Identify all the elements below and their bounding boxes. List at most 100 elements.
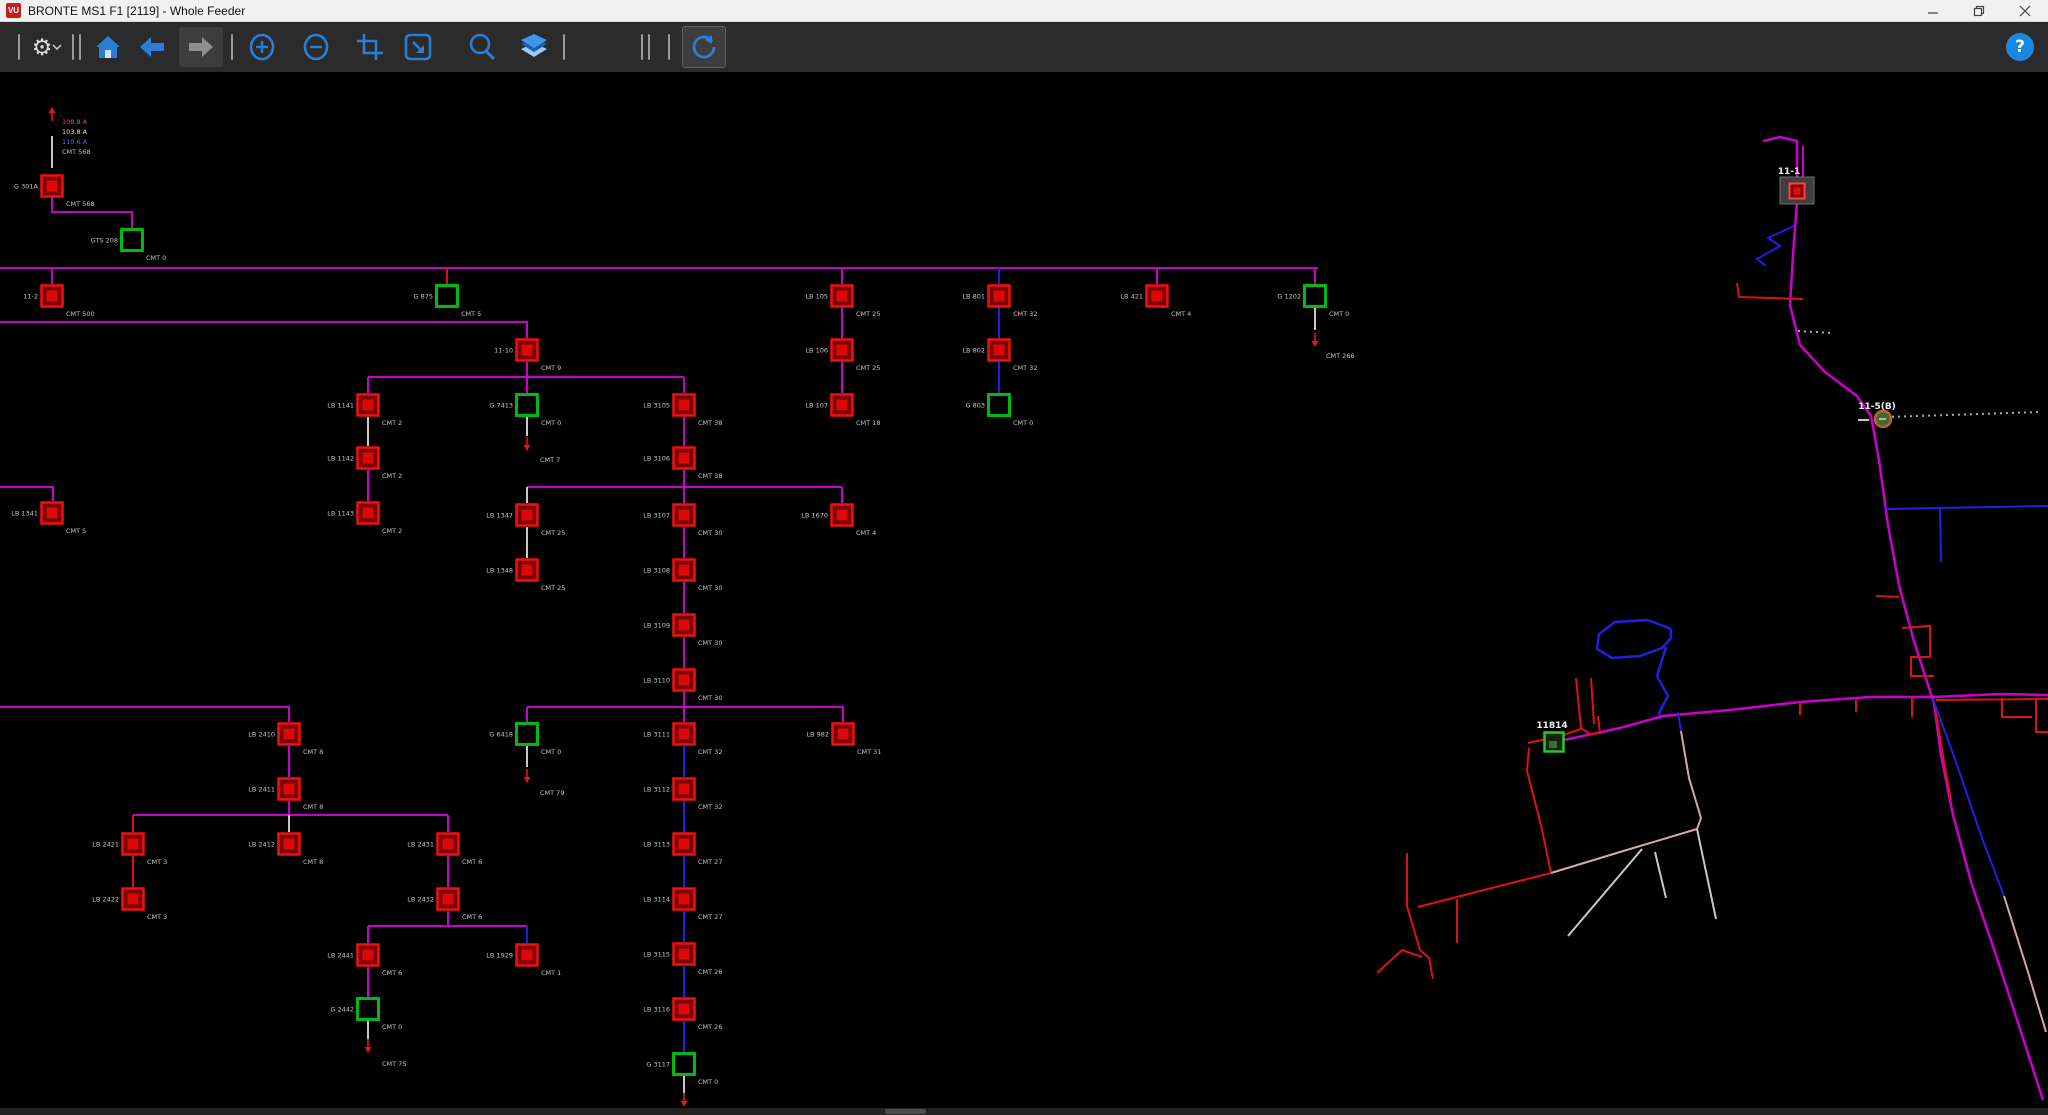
device-cmt-label: CMT 9 [541, 364, 561, 372]
switch-closed-node-core [521, 564, 533, 576]
switch-open-node[interactable] [356, 997, 380, 1021]
home-icon [96, 36, 120, 58]
switch-open-node[interactable] [120, 228, 144, 252]
device-cmt-label: CMT 0 [541, 419, 561, 427]
switch-closed-node-core [678, 893, 690, 905]
zoom-region-button[interactable] [351, 27, 389, 67]
restore-button[interactable] [1956, 0, 2002, 22]
switch-closed-node-core [521, 344, 533, 356]
device-cmt-label: CMT 25 [856, 310, 880, 318]
search-button[interactable] [463, 27, 501, 67]
device-cmt-label: CMT 32 [698, 748, 722, 756]
zoom-in-button[interactable] [243, 27, 281, 67]
device-id-label: LB 3110 [643, 677, 670, 685]
feeder-line [1550, 828, 1698, 874]
device-id-label: 11-2 [23, 293, 38, 301]
refresh-icon [692, 35, 716, 59]
switch-closed-node-core [678, 619, 690, 631]
device-cmt-label: CMT 30 [698, 529, 722, 537]
help-icon: ? [2015, 37, 2025, 57]
device-cmt-label: CMT 30 [698, 639, 722, 647]
switch-open-node[interactable] [435, 284, 459, 308]
switch-closed-node-core [362, 452, 374, 464]
close-button[interactable] [2002, 0, 2048, 22]
device-id-label: 11-10 [494, 347, 513, 355]
device-cmt-label: CMT 5 [461, 310, 481, 318]
switch-open-node[interactable] [672, 1052, 696, 1076]
device-id-label: LB 2411 [248, 786, 275, 794]
device-cmt-label: CMT 25 [541, 584, 565, 592]
crop-icon [357, 34, 383, 60]
switch-closed-node-core [678, 948, 690, 960]
switch-closed-node-core [678, 1003, 690, 1015]
device-id-label: LB 2431 [407, 841, 434, 849]
device-id-label: LB 3108 [643, 567, 670, 575]
switch-closed-node-core [442, 838, 454, 850]
device-id-label: LB 107 [805, 402, 828, 410]
device-cmt-label: CMT 568 [66, 200, 95, 208]
forward-button[interactable] [179, 27, 223, 67]
zoom-in-icon [249, 33, 275, 61]
device-id-label: LB 1142 [327, 455, 354, 463]
switch-closed-node-core [678, 728, 690, 740]
switch-closed-node-core [993, 290, 1005, 302]
arrow-label: CMT 75 [382, 1060, 406, 1068]
switch-closed-node-core [836, 509, 848, 521]
feeder-line [1525, 747, 1552, 874]
flow-arrow-icon [1311, 341, 1319, 347]
device-id-label: G 7413 [489, 402, 513, 410]
device-cmt-label: CMT 0 [146, 254, 166, 262]
switch-open-node[interactable] [987, 393, 1011, 417]
device-id-label: G 2442 [330, 1006, 354, 1014]
switch-open-node[interactable] [1303, 284, 1327, 308]
zoom-out-button[interactable] [297, 27, 335, 67]
device-cmt-label: CMT 27 [698, 858, 722, 866]
back-button[interactable] [133, 27, 171, 67]
flow-arrow-icon [523, 777, 531, 783]
layers-button[interactable] [515, 27, 553, 67]
device-id-label: LB 3107 [643, 512, 670, 520]
help-button[interactable]: ? [2006, 33, 2034, 61]
feeder-line [0, 486, 54, 501]
device-cmt-label: CMT 30 [698, 584, 722, 592]
device-cmt-label: CMT 500 [66, 310, 95, 318]
device-id-label: LB 3109 [643, 622, 670, 630]
device-cmt-label: CMT 8 [303, 858, 323, 866]
switch-closed-node-core [678, 452, 690, 464]
zoom-extents-button[interactable] [399, 27, 437, 67]
switch-open-node[interactable] [515, 722, 539, 746]
device-id-label: G 803 [965, 402, 985, 410]
feeder-line [1696, 828, 1717, 920]
device-id-label: LB 2421 [92, 841, 119, 849]
device-id-label: LB 1143 [327, 510, 354, 518]
phase-current-label: 110.6 A [62, 138, 88, 146]
main-toolbar: ⚙ [0, 22, 2048, 72]
minimize-button[interactable] [1910, 0, 1956, 22]
feeder-line [1575, 677, 1602, 736]
device-id-label: LB 2412 [248, 841, 275, 849]
switch-closed-node-core [678, 509, 690, 521]
device-cmt-label: CMT 6 [382, 969, 402, 977]
device-cmt-label: CMT 2 [382, 419, 402, 427]
switch-closed-node-core [521, 949, 533, 961]
switch-closed-node-core [46, 180, 58, 192]
switch-closed-node-core [836, 344, 848, 356]
settings-button[interactable]: ⚙ [28, 27, 66, 67]
horizontal-scrollbar[interactable] [0, 1108, 2048, 1115]
device-cmt-label: CMT 2 [382, 472, 402, 480]
feeder-line [1654, 851, 1667, 899]
home-button[interactable] [89, 27, 127, 67]
feeder-line [1755, 225, 1795, 267]
switch-open-node[interactable] [515, 393, 539, 417]
horizontal-scrollbar-thumb[interactable] [885, 1109, 926, 1114]
device-cmt-label: CMT 38 [698, 472, 722, 480]
switch-closed-node-core [46, 290, 58, 302]
search-icon [469, 33, 496, 61]
refresh-button[interactable] [682, 26, 726, 68]
device-cmt-label: CMT 0 [1013, 419, 1033, 427]
device-id-label: LB 982 [806, 731, 829, 739]
layers-icon [521, 34, 547, 57]
switch-closed-node-core [362, 949, 374, 961]
phase-current-label: 103.8 A [62, 128, 88, 136]
